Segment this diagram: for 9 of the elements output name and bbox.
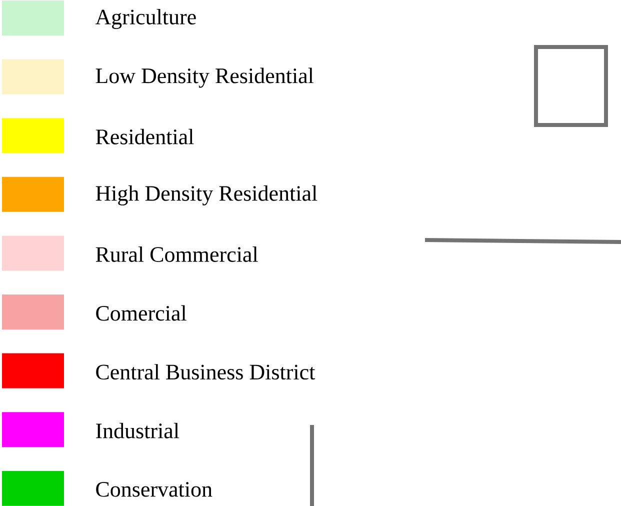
legend-label: Residential: [96, 128, 194, 144]
legend-label: Agriculture: [95, 9, 196, 29]
legend-label: Rural Commercial: [96, 246, 258, 262]
legend-label: High Density Residential: [96, 185, 318, 206]
legend-label: Central Business District: [96, 364, 316, 380]
legend-label: Industrial: [96, 422, 180, 438]
legend-label: Low Density Residential: [96, 68, 314, 88]
legend-label: Comercial: [96, 305, 186, 321]
legend-label: Conservation: [96, 482, 212, 497]
